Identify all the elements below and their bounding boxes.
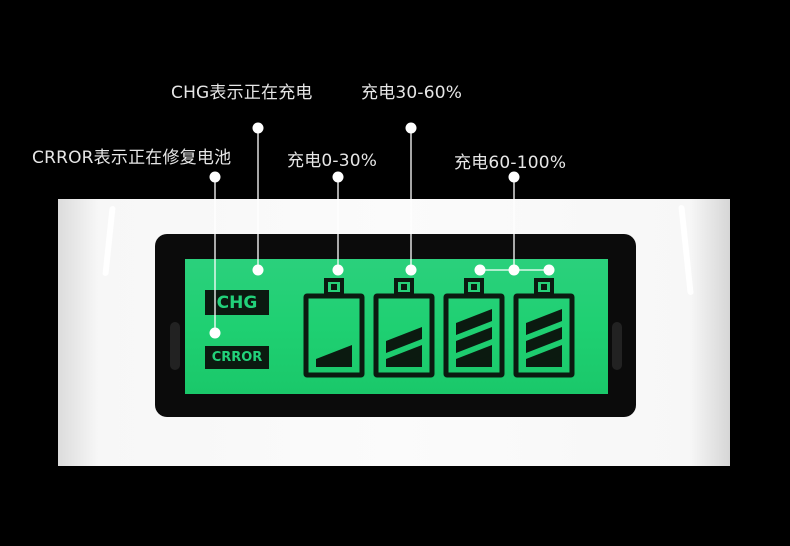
- level-60-100-callout-label: 充电60-100%: [454, 153, 567, 173]
- callout-dot: [474, 264, 486, 276]
- callout-dot: [543, 264, 555, 276]
- battery-icon: [303, 278, 365, 378]
- battery-icon: [373, 278, 435, 378]
- callout-dot: [508, 264, 520, 276]
- chg-callout-label: CHG表示正在充电: [171, 83, 313, 103]
- callout-dot: [405, 264, 417, 276]
- callout-dot: [252, 122, 264, 134]
- error-indicator: CRROR: [205, 346, 269, 369]
- charge-segment: [316, 345, 352, 367]
- charge-segment: [526, 327, 562, 353]
- level-0-30-callout-label: 充电0-30%: [287, 151, 378, 171]
- charge-segment: [386, 327, 422, 353]
- battery-case: [513, 293, 575, 378]
- callout-dot: [405, 122, 417, 134]
- battery-case: [303, 293, 365, 378]
- battery-case: [373, 293, 435, 378]
- chg-indicator: CHG: [205, 290, 269, 315]
- charge-segment: [526, 309, 562, 335]
- callout-dot: [332, 264, 344, 276]
- callout-dot: [332, 171, 344, 183]
- battery-icon: [443, 278, 505, 378]
- callout-dot: [508, 171, 520, 183]
- error-callout-label: CRROR表示正在修复电池: [32, 148, 232, 168]
- callout-dot: [252, 264, 264, 276]
- level-30-60-callout-label: 充电30-60%: [361, 83, 463, 103]
- battery-icon: [513, 278, 575, 378]
- charge-segment: [456, 309, 492, 335]
- lcd-edge-right: [612, 322, 622, 370]
- charge-segment: [456, 327, 492, 353]
- lcd-edge-left: [170, 322, 180, 370]
- callout-dot: [209, 327, 221, 339]
- battery-case: [443, 293, 505, 378]
- callout-dot: [209, 171, 221, 183]
